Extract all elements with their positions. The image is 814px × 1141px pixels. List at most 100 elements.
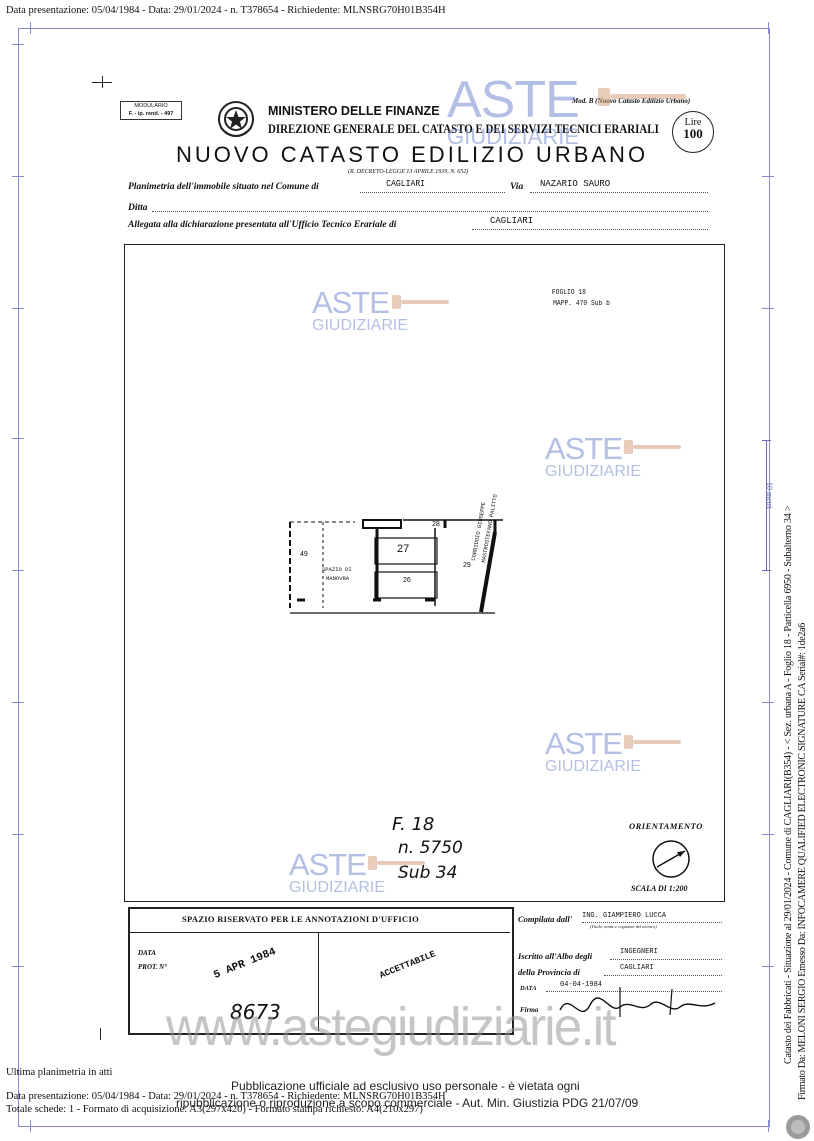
ufficio-line (472, 229, 708, 230)
mod-label: Mod. B (Nuovo Catasto Edilizio Urbano) (572, 97, 691, 105)
scale-bar-cap (762, 570, 771, 571)
floor-plan (289, 519, 503, 614)
pub-notice-2: ripubblicazione o riproduzione a scopo c… (176, 1096, 639, 1110)
giudiziarie-watermark-text: GIUDIZIARIE (545, 758, 642, 775)
site-watermark: www.astegiudiziarie.it (166, 997, 617, 1057)
planimetria-label: Planimetria dell'immobile situato nel Co… (128, 182, 319, 192)
modulario-code: F. - ip. rend. - 497 (128, 111, 174, 117)
gavel-icon (598, 88, 686, 106)
aste-watermark: ASTE GIUDIZIARIE (312, 285, 409, 334)
iscritto-line (610, 959, 722, 960)
annotation-divider (128, 932, 510, 933)
republic-emblem-icon (218, 101, 254, 137)
orientamento-label: ORIENTAMENTO (629, 821, 703, 831)
frame-tick (12, 308, 24, 309)
comune-value: CAGLIARI (386, 179, 426, 189)
prot-label: PROT. N° (138, 963, 167, 971)
header-line: Data presentazione: 05/04/1984 - Data: 2… (6, 5, 446, 16)
side-catasto-line: Catasto dei Fabbricati - Situazione al 2… (783, 505, 794, 1064)
aste-watermark: ASTE GIUDIZIARIE (289, 849, 386, 896)
signature (559, 987, 716, 1017)
compilata-line (582, 922, 722, 923)
firma-label: Firma (520, 1006, 539, 1014)
giudiziarie-watermark-text: GIUDIZIARIE (447, 124, 580, 149)
giudiziarie-watermark-text: GIUDIZIARIE (312, 317, 409, 334)
frame-tick (768, 22, 769, 34)
page-frame (18, 28, 770, 1127)
stamp-value: 100 (683, 126, 703, 141)
aste-watermark-text: ASTE (447, 71, 580, 129)
frame-tick (768, 1120, 769, 1132)
provincia-label: della Provincia di (518, 967, 580, 977)
scale-bar-label: 10 metri (765, 482, 774, 509)
iscritto-label: Iscritto all'Albo degli (518, 951, 593, 961)
frame-tick (12, 834, 24, 835)
annotation-box (128, 907, 514, 1035)
registration-mark (102, 76, 103, 88)
room-28-label: 28 (432, 521, 440, 528)
frame-tick (12, 570, 24, 571)
decree-label: (R. DECRETO-LEGGE 13 APRILE 1939, N. 652… (348, 169, 469, 175)
ditta-line (152, 211, 708, 212)
gavel-icon (392, 295, 449, 309)
modulario-box: MODULARIO F. - ip. rend. - 497 (120, 101, 182, 120)
giudiziarie-watermark-text: GIUDIZIARIE (545, 463, 642, 480)
compilata-value: ING. GIAMPIERO LUCCA (582, 912, 667, 920)
allegata-label: Allegata alla dichiarazione presentata a… (128, 220, 397, 230)
footer-line-1: Data presentazione: 05/04/1984 - Data: 2… (6, 1091, 446, 1102)
frame-tick (762, 308, 774, 309)
giudiziarie-watermark-text: GIUDIZIARIE (289, 879, 386, 896)
frame-tick (30, 1120, 31, 1132)
pub-notice-1: Pubblicazione ufficiale ad esclusivo uso… (231, 1079, 580, 1093)
aste-watermark: ASTE GIUDIZIARIE (447, 71, 580, 149)
room-27-label: 27 (397, 543, 410, 555)
frame-tick (762, 966, 774, 967)
direction-label: DIREZIONE GENERALE DEL CATASTO E DEI SER… (268, 121, 659, 136)
provincia-line (604, 975, 722, 976)
aste-watermark-text: ASTE (312, 285, 390, 320)
compass-icon (652, 840, 690, 878)
aste-watermark-text: ASTE (545, 431, 623, 466)
aste-watermark-text: ASTE (545, 726, 623, 761)
frame-tick (12, 702, 24, 703)
scale-bar (766, 440, 767, 570)
room-49-label: 49 (300, 551, 308, 558)
spazio-label: SPAZIO DI (322, 566, 352, 573)
via-line (530, 192, 708, 193)
frame-tick (12, 44, 24, 45)
compilata-label: Compilata dall' (518, 914, 573, 924)
stamp-label: Lire (684, 117, 702, 128)
side-signature-line: Firmato Da: MELONI SERGIO Emesso Da: INF… (797, 623, 808, 1100)
data2-label: DATA (520, 985, 537, 992)
data-label: DATA (138, 949, 156, 957)
seal-icon (786, 1115, 810, 1139)
ultima-label: Ultima planimetria in atti (6, 1067, 113, 1078)
aste-watermark: ASTE GIUDIZIARIE (545, 726, 642, 775)
via-label: Via (510, 182, 524, 192)
frame-tick (762, 176, 774, 177)
gavel-icon (624, 735, 681, 749)
scale-bar-cap (762, 440, 771, 441)
frame-tick (30, 22, 31, 34)
aste-watermark: ASTE GIUDIZIARIE (545, 431, 642, 480)
footer-line-2: Totale schede: 1 - Formato di acquisizio… (6, 1104, 423, 1115)
manovra-label: MANOVRA (326, 575, 350, 582)
data2-line (546, 991, 722, 992)
data2-value: 04-04-1984 (560, 981, 603, 989)
via-value: NAZARIO SAURO (540, 179, 611, 189)
gavel-icon (624, 440, 681, 454)
gavel-icon (368, 856, 425, 870)
provincia-value: CAGLIARI (620, 964, 654, 972)
frame-tick (12, 176, 24, 177)
frame-tick (12, 438, 24, 439)
frame-tick (762, 702, 774, 703)
stamp-lire: Lire 100 (672, 111, 714, 153)
frame-tick (762, 834, 774, 835)
ditta-label: Ditta (128, 203, 148, 213)
annotation-divider (318, 933, 319, 1031)
note-sub: Sub 34 (398, 863, 458, 883)
room-26-label: 26 (403, 577, 411, 584)
plan-box (124, 244, 725, 902)
frame-tick (12, 966, 24, 967)
spazio-riservato-label: SPAZIO RISERVATO PER LE ANNOTAZIONI D'UF… (182, 914, 419, 924)
